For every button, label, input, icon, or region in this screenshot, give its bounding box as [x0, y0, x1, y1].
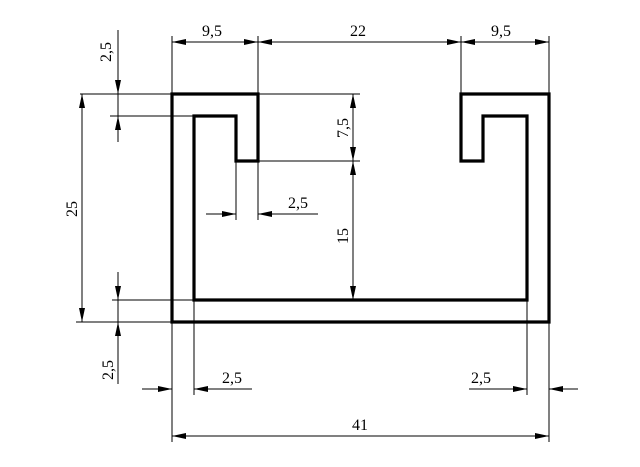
dim-bottom-wall: 2,5 — [100, 360, 117, 380]
dim-top-right-width: 9,5 — [491, 23, 511, 40]
dim-top-left-width: 9,5 — [202, 23, 222, 40]
dim-inner-depth: 15 — [335, 228, 352, 244]
dim-lip-height: 7,5 — [335, 118, 352, 138]
dim-top-wall: 2,5 — [98, 42, 115, 62]
profile-outline — [170, 92, 551, 324]
dim-overall-height: 25 — [64, 201, 81, 217]
outer-contour — [170, 92, 551, 324]
dimension-labels: 9,5 22 9,5 2,5 25 7,5 15 2,5 2,5 2,5 2,5… — [64, 23, 511, 434]
dim-top-gap: 22 — [350, 23, 366, 40]
dim-left-wall: 2,5 — [222, 370, 242, 387]
dimension-lines — [76, 30, 578, 442]
arrowheads — [79, 39, 563, 439]
dim-overall-width: 41 — [352, 417, 368, 434]
dim-inner-wall: 2,5 — [288, 195, 308, 212]
dim-right-wall: 2,5 — [471, 370, 491, 387]
